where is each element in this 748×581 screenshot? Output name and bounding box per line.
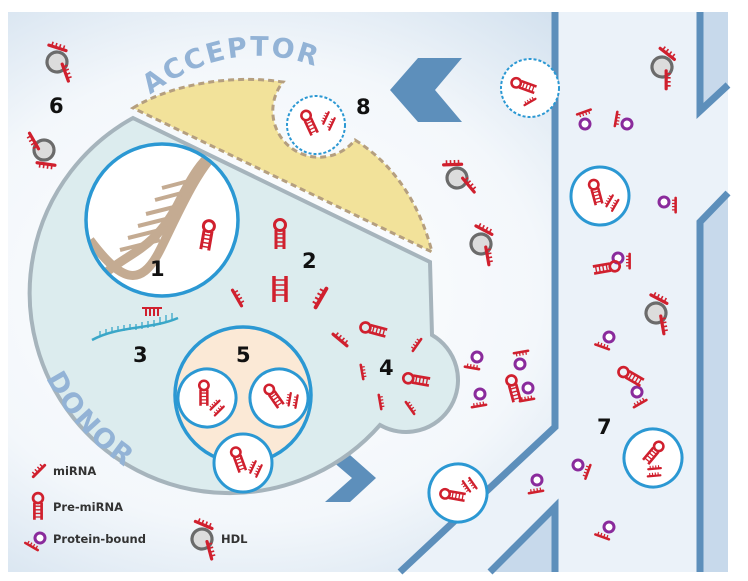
step-5-label: 5	[236, 343, 251, 367]
arrow-right-icon	[325, 455, 376, 502]
exosome-icon	[214, 434, 272, 492]
legend-protein-bound-label: Protein-bound	[53, 532, 146, 546]
step-7-label: 7	[597, 415, 612, 439]
dashed-vesicle	[500, 58, 560, 118]
legend-mirna-label: miRNA	[53, 464, 96, 478]
nucleus-membrane	[84, 142, 240, 298]
dicer-processing-icon	[272, 276, 288, 302]
mrna-target-icon	[91, 307, 179, 342]
legend-hdl-label: HDL	[221, 532, 248, 546]
vessel-wall-branch	[487, 498, 559, 575]
step-8-label: 8	[356, 95, 371, 119]
vessel-outside-top	[700, 12, 728, 111]
step-3-label: 3	[133, 343, 148, 367]
step-6-label: 6	[49, 94, 64, 118]
internalized-vesicle	[286, 95, 346, 155]
arrow-left-icon	[390, 58, 462, 122]
multivesicular-body	[170, 325, 315, 492]
acceptor-cell	[129, 77, 435, 255]
vessel-wall-left	[397, 12, 559, 575]
vessel-wall-right-bottom	[696, 190, 731, 572]
vessel-wall-right-top	[696, 12, 731, 120]
legend-pre-mirna-label: Pre-miRNA	[53, 500, 123, 514]
nucleus	[84, 142, 240, 298]
step-2-label: 2	[302, 249, 317, 273]
step-4-label: 4	[379, 356, 394, 380]
step-1-label: 1	[150, 257, 165, 281]
vessel-outside-bottom	[700, 193, 728, 572]
legend: miRNA Pre-miRNA Protein-bound HDL	[25, 460, 248, 560]
